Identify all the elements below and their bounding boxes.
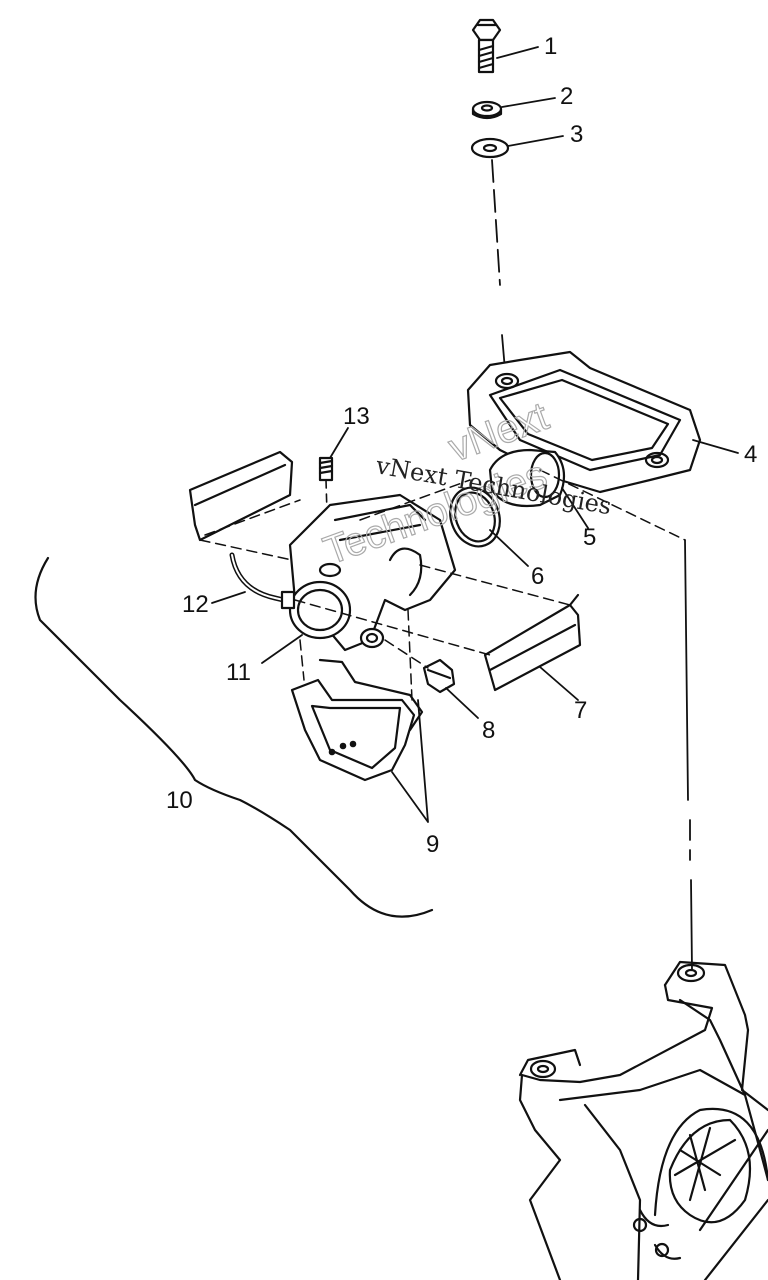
part-bolt (471, 18, 502, 74)
callout-2: 2 (560, 83, 573, 110)
callout-1: 1 (544, 33, 557, 60)
assembly-guide-lines (199, 469, 686, 701)
part-chassis-frame (518, 960, 768, 1280)
leader-lines (211, 46, 739, 823)
part-slide-pin (422, 658, 456, 694)
part-flat-washer (470, 137, 510, 159)
callout-8: 8 (482, 717, 495, 744)
part-brake-pads (290, 658, 424, 782)
part-pad-clip-right (483, 593, 582, 692)
part-hose-fitting (229, 552, 296, 610)
center-line-bolt (491, 159, 501, 286)
callout-7: 7 (574, 697, 587, 724)
callout-11: 11 (226, 659, 251, 686)
part-piston-seal (449, 486, 501, 548)
center-line-right (684, 539, 693, 971)
callout-5: 5 (583, 524, 596, 551)
group-bracket-10 (34, 556, 434, 918)
callout-3: 3 (570, 121, 583, 148)
callout-9: 9 (426, 831, 439, 858)
callout-labels: 1 2 3 4 5 6 7 8 9 10 11 12 13 (166, 33, 757, 858)
callout-6: 6 (531, 563, 544, 590)
callout-13: 13 (343, 403, 370, 430)
callout-4: 4 (744, 441, 757, 468)
part-piston (488, 448, 566, 508)
part-caliper-body (288, 493, 457, 652)
callout-10: 10 (166, 787, 193, 814)
callout-12: 12 (182, 591, 209, 618)
part-bleeder-screw (318, 456, 334, 482)
part-pad-clip-left (188, 450, 294, 542)
part-lock-washer (471, 100, 503, 120)
